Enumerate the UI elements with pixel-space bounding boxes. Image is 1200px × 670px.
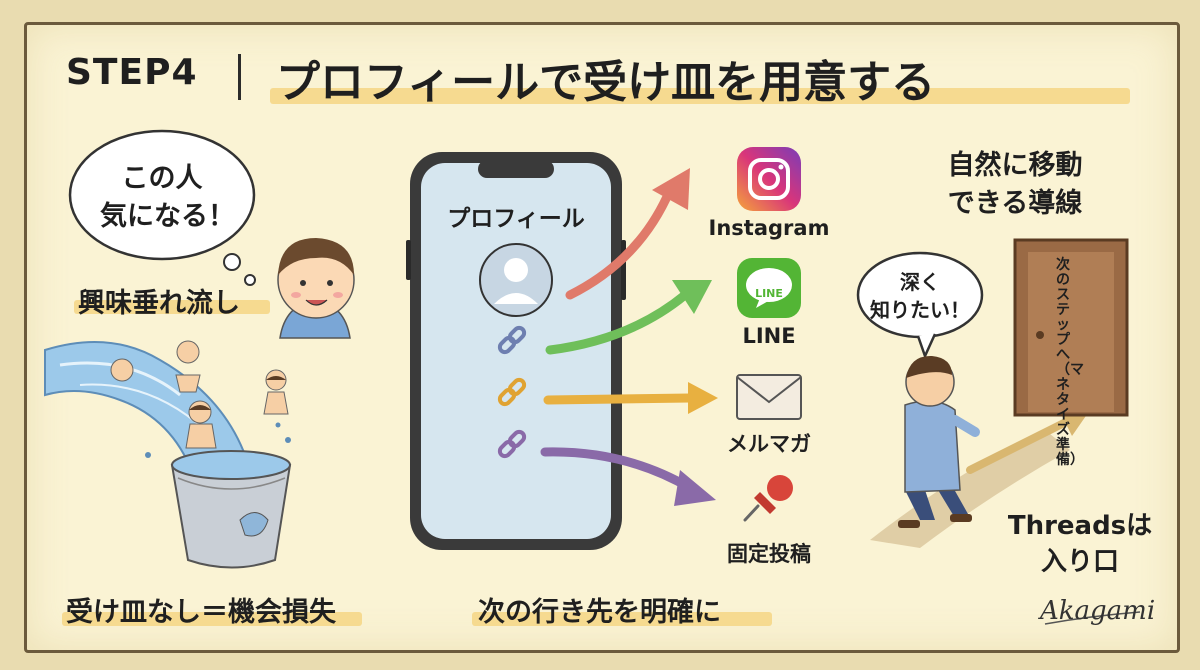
interest-highlight <box>74 300 270 314</box>
page-title: プロフィールで受け皿を用意する <box>276 57 936 108</box>
interest-label: 興味垂れ流し <box>78 288 240 319</box>
thought-line-2: 気になる！ <box>100 201 235 232</box>
pinned-post-label: 固定投稿 <box>727 542 811 566</box>
loss-highlight <box>62 612 362 626</box>
pushpin-icon <box>743 475 793 522</box>
tiny-people-illustration <box>110 340 289 449</box>
phone-profile-label: プロフィール <box>447 206 585 232</box>
thought-bubble-text: この人 気になる！ <box>100 160 235 236</box>
flow-heading-line-2: できる導線 <box>947 188 1083 219</box>
step-label: STEP4 <box>66 52 198 93</box>
arrow-to-pinned-post <box>540 447 716 506</box>
instagram-icon <box>737 147 801 211</box>
caption-highlight <box>472 612 772 626</box>
speech-line-1: 深く <box>900 270 940 294</box>
threads-entry-text: Threadsは 入り口 <box>1000 508 1160 580</box>
threads-line-1: Threadsは <box>1007 511 1153 541</box>
thought-bubble <box>68 129 256 286</box>
threads-line-2: 入り口 <box>1040 547 1119 577</box>
line-icon <box>737 258 801 318</box>
speech-bubble-text: 深く 知りたい！ <box>862 268 978 324</box>
line-badge-text: LINE <box>755 287 783 300</box>
speech-bubble <box>856 251 984 360</box>
line-label: LINE <box>742 324 796 348</box>
arrow-to-line <box>545 280 712 355</box>
door-sign-text: 次のステップへ（マネタイズ準備） <box>1056 257 1084 468</box>
flow-heading: 自然に移動 できる導線 <box>910 147 1120 223</box>
flow-heading-line-1: 自然に移動 <box>947 150 1083 181</box>
speech-line-2: 知りたい！ <box>870 298 970 322</box>
instagram-label: Instagram <box>708 216 830 240</box>
bucket-illustration <box>170 450 292 569</box>
newsletter-label: メルマガ <box>727 432 811 456</box>
thought-line-1: この人 <box>121 163 203 194</box>
title-highlight <box>270 88 1130 104</box>
title-divider <box>238 54 241 100</box>
link-icon <box>497 325 527 459</box>
smartphone-illustration <box>406 152 626 550</box>
profile-avatar-icon <box>479 243 553 317</box>
door-illustration <box>1013 238 1129 417</box>
signature: Akagami <box>1040 596 1156 626</box>
walking-person-illustration <box>898 355 980 528</box>
curious-person-illustration <box>277 238 355 339</box>
opportunity-loss-label: 受け皿なし＝機会損失 <box>66 597 336 628</box>
envelope-icon <box>736 374 802 420</box>
center-caption: 次の行き先を明確に <box>478 597 721 628</box>
arrow-to-instagram <box>565 168 690 300</box>
signature-flourish <box>1044 611 1141 625</box>
arrow-to-newsletter <box>543 382 718 414</box>
